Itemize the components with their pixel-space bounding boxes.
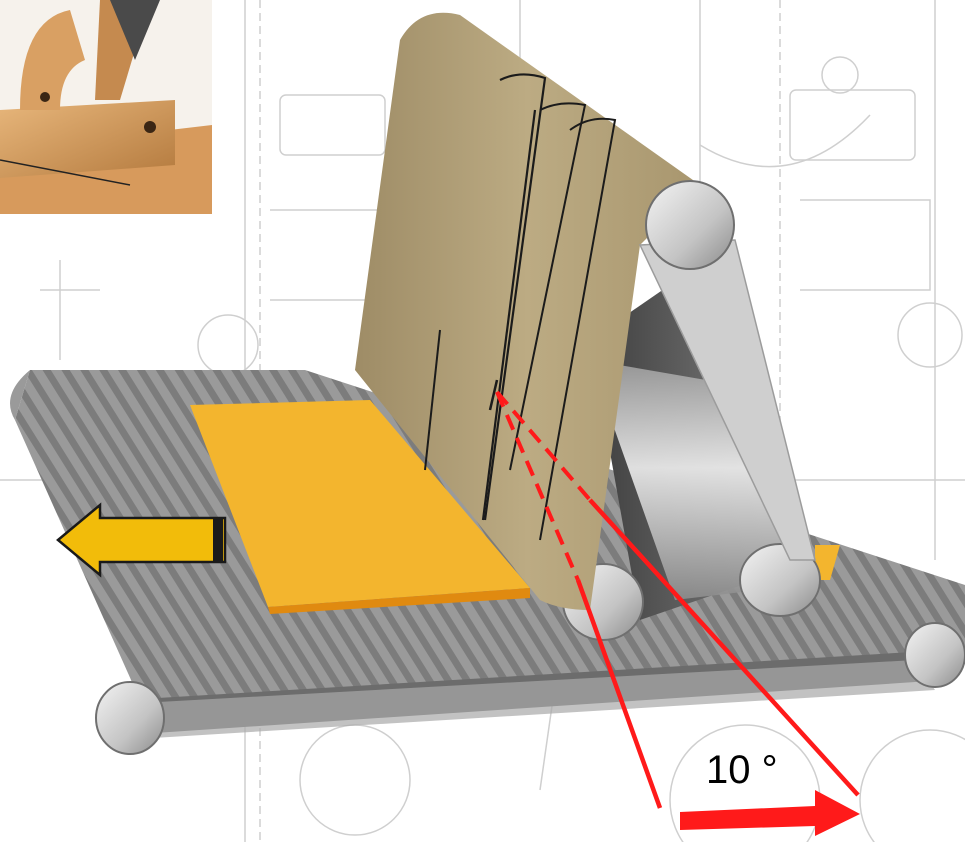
lower-roller-right bbox=[590, 360, 821, 617]
right-arrow-icon bbox=[680, 790, 860, 836]
top-roller bbox=[645, 180, 735, 270]
workpiece-sheet bbox=[190, 400, 840, 614]
fabric-sheet bbox=[355, 12, 816, 611]
angle-label: 10 ° bbox=[700, 748, 784, 792]
wood-plane-photo bbox=[0, 0, 212, 214]
left-arrow-icon bbox=[56, 502, 227, 578]
conveyor-roller-front bbox=[95, 681, 165, 755]
conveyor-roller-back bbox=[904, 622, 965, 688]
angle-marker bbox=[495, 390, 860, 809]
